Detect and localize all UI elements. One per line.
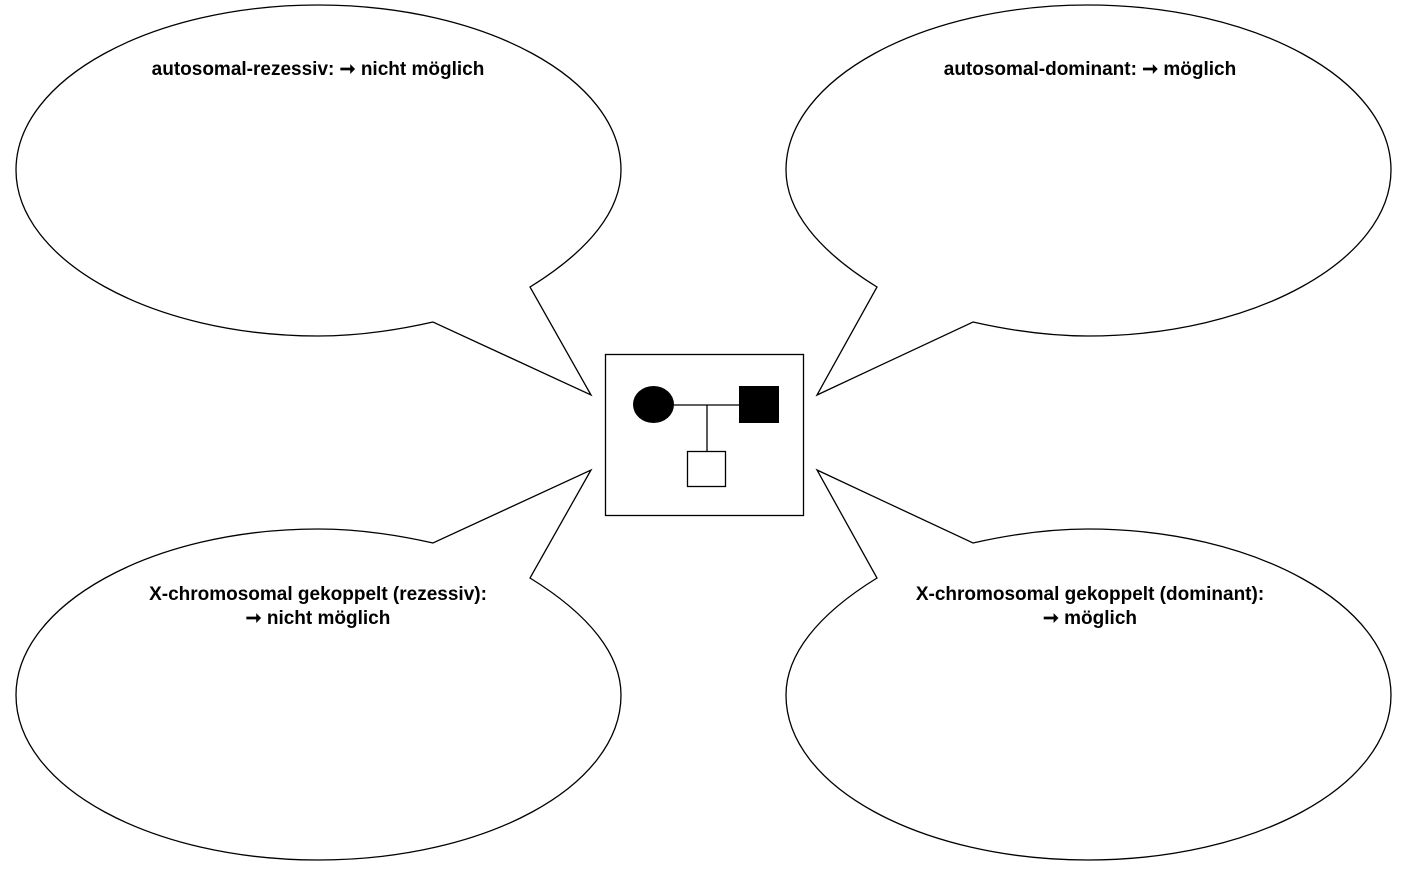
bubble-label-autosomal-dominant: autosomal-dominant: ➞ möglich — [890, 58, 1290, 82]
affected-female-symbol — [633, 386, 674, 423]
speech-bubble-bottom-left — [15, 468, 622, 861]
bubble-text-line-2: ➞ nicht möglich — [245, 608, 391, 629]
bubble-label-x-linked-dominant: X-chromosomal gekoppelt (dominant): ➞ mö… — [890, 583, 1290, 631]
speech-bubble-top-right — [785, 4, 1392, 397]
speech-bubble-top-left — [15, 4, 622, 397]
bubble-text-line-2: ➞ möglich — [1042, 608, 1138, 629]
bubble-text-line: autosomal-rezessiv: ➞ nicht möglich — [151, 59, 485, 80]
pedigree-frame — [604, 353, 805, 517]
affected-male-symbol — [739, 386, 779, 423]
speech-bubble-bottom-right — [785, 468, 1392, 861]
bubble-text-line: autosomal-dominant: ➞ möglich — [943, 59, 1237, 80]
pedigree-chart — [604, 353, 805, 517]
bubble-text-line-1: X-chromosomal gekoppelt (rezessiv): — [149, 584, 487, 605]
unaffected-male-symbol — [686, 450, 727, 488]
bubble-text-line-1: X-chromosomal gekoppelt (dominant): — [915, 584, 1265, 605]
bubble-label-autosomal-recessive: autosomal-rezessiv: ➞ nicht möglich — [118, 58, 518, 82]
bubble-label-x-linked-recessive: X-chromosomal gekoppelt (rezessiv): ➞ ni… — [118, 583, 518, 631]
